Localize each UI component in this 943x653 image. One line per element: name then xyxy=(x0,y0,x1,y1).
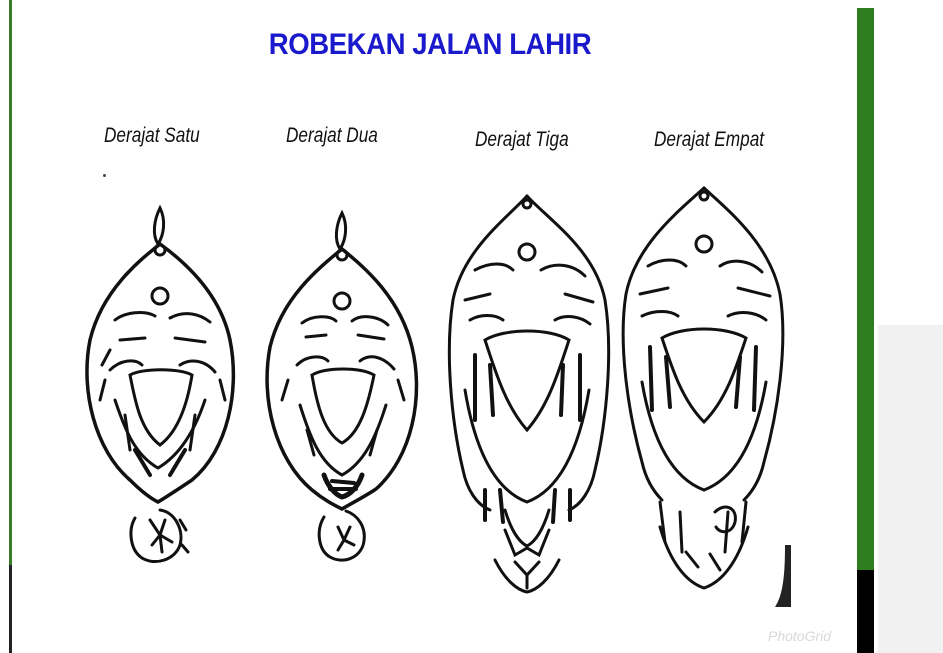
label-derajat-dua: Derajat Dua xyxy=(286,124,378,148)
right-gray-panel xyxy=(878,325,943,653)
label-derajat-empat: Derajat Empat xyxy=(654,128,764,152)
slide-title: ROBEKAN JALAN LAHIR xyxy=(34,28,825,62)
photogrid-watermark: PhotoGrid xyxy=(768,628,831,644)
illustration-derajat-satu xyxy=(80,200,250,580)
illustration-derajat-dua xyxy=(262,205,432,580)
left-border-shadow xyxy=(9,565,12,653)
label-derajat-tiga: Derajat Tiga xyxy=(475,128,569,152)
label-derajat-satu: Derajat Satu xyxy=(104,124,200,148)
stray-dot xyxy=(103,174,106,177)
illustration-derajat-empat xyxy=(620,182,790,602)
small-dark-mark xyxy=(775,545,791,607)
right-green-bar xyxy=(857,8,874,570)
right-black-bar xyxy=(857,570,874,653)
illustration-derajat-tiga xyxy=(445,190,620,600)
left-border-line xyxy=(9,0,12,653)
